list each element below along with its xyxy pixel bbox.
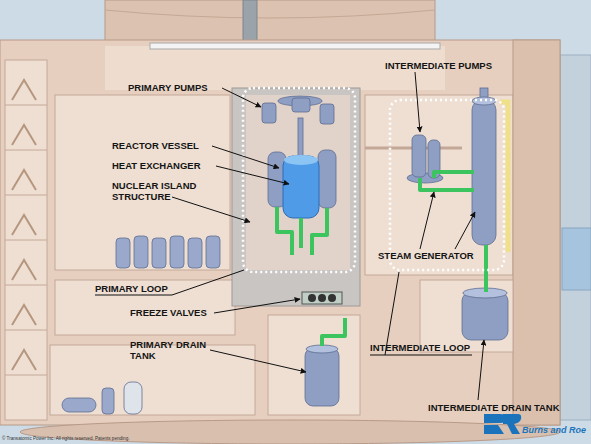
leader-line — [212, 146, 279, 168]
leader-line — [222, 88, 261, 107]
drain-room — [268, 315, 360, 415]
callout-label: HEAT EXCHANGER — [112, 160, 220, 171]
callout-label: PRIMARY DRAIN TANK — [130, 339, 222, 361]
leader-line — [455, 212, 475, 249]
callout-label: INTERMEDIATE LOOP — [370, 342, 500, 353]
building-wall — [0, 40, 560, 425]
vertical-tank — [102, 388, 114, 414]
primary-drain-tank — [305, 348, 339, 406]
leader-line — [478, 340, 484, 400]
intermediate-pipe — [434, 172, 474, 178]
storage-tank — [188, 238, 202, 268]
primary-loop-outline — [243, 88, 355, 272]
callout-label: PRIMARY PUMPS — [128, 82, 228, 93]
containment-top — [105, 0, 435, 46]
callout-label: STEAM GENERATOR — [378, 250, 498, 261]
horizontal-tank — [62, 398, 96, 412]
lower-room — [55, 280, 235, 335]
copyright-note: © Transatomic Power Inc. All rights rese… — [2, 436, 202, 442]
stairwell — [5, 60, 47, 420]
stair-floors — [5, 105, 47, 375]
steam-generator — [472, 100, 496, 245]
vertical-shaft — [243, 0, 257, 46]
leader-line — [172, 197, 250, 222]
primary-pipe — [277, 207, 292, 255]
callout-label: REACTOR VESSEL — [112, 140, 216, 151]
reactor-vessel — [283, 156, 319, 218]
heat-exchanger-shell — [318, 150, 336, 208]
adjacent-building — [560, 55, 591, 420]
pump-shaft — [298, 118, 303, 158]
vessel-top — [284, 155, 318, 165]
storage-tank — [134, 236, 148, 268]
storage-tank — [206, 236, 220, 268]
callout-label: FREEZE VALVES — [130, 307, 230, 318]
company-name: Burns and Roe — [522, 425, 590, 436]
primary-pump — [320, 104, 334, 124]
leader-line — [210, 350, 306, 372]
intermediate-drain-tank — [462, 292, 508, 340]
tank-room — [55, 95, 230, 270]
callout-label: INTERMEDIATE DRAIN TANK — [428, 402, 590, 413]
intermediate-drain-room — [420, 280, 513, 352]
freeze-valve — [308, 294, 316, 302]
leader-line — [214, 299, 300, 313]
primary-pipe — [299, 218, 303, 248]
intermediate-pipe — [420, 178, 474, 190]
outer-wall — [513, 40, 560, 425]
storage-tank — [116, 238, 130, 268]
adjacent-building-panel — [562, 228, 591, 290]
primary-pipe — [312, 208, 327, 255]
leader-line — [95, 270, 244, 295]
storage-tank — [152, 238, 166, 268]
storage-tank — [170, 236, 184, 268]
logo-mark — [503, 414, 521, 434]
callout-label: NUCLEAR ISLAND STRUCTURE — [112, 180, 212, 202]
drain-pipe — [322, 318, 345, 346]
freeze-valve — [328, 294, 336, 302]
stairs — [12, 80, 36, 370]
freeze-valve — [318, 294, 326, 302]
primary-pump — [292, 98, 310, 112]
freeze-valve-housing — [302, 292, 342, 304]
vertical-tank — [124, 382, 142, 414]
callout-label: INTERMEDIATE PUMPS — [385, 60, 525, 71]
callout-label: PRIMARY LOOP — [95, 283, 185, 294]
drain-pipe — [484, 245, 488, 292]
reactor-cell — [246, 95, 350, 270]
leader-line — [216, 166, 289, 184]
dome-line — [105, 10, 435, 18]
crane-beam — [150, 43, 440, 49]
tank-top — [306, 345, 338, 353]
leader-line — [420, 192, 434, 249]
intermediate-pump — [412, 135, 426, 177]
island-structure — [232, 88, 360, 306]
leader-line — [415, 72, 420, 132]
primary-pump — [262, 103, 276, 123]
intermediate-room — [365, 95, 513, 275]
logo-mark — [484, 414, 506, 434]
intermediate-loop-outline — [390, 100, 504, 270]
